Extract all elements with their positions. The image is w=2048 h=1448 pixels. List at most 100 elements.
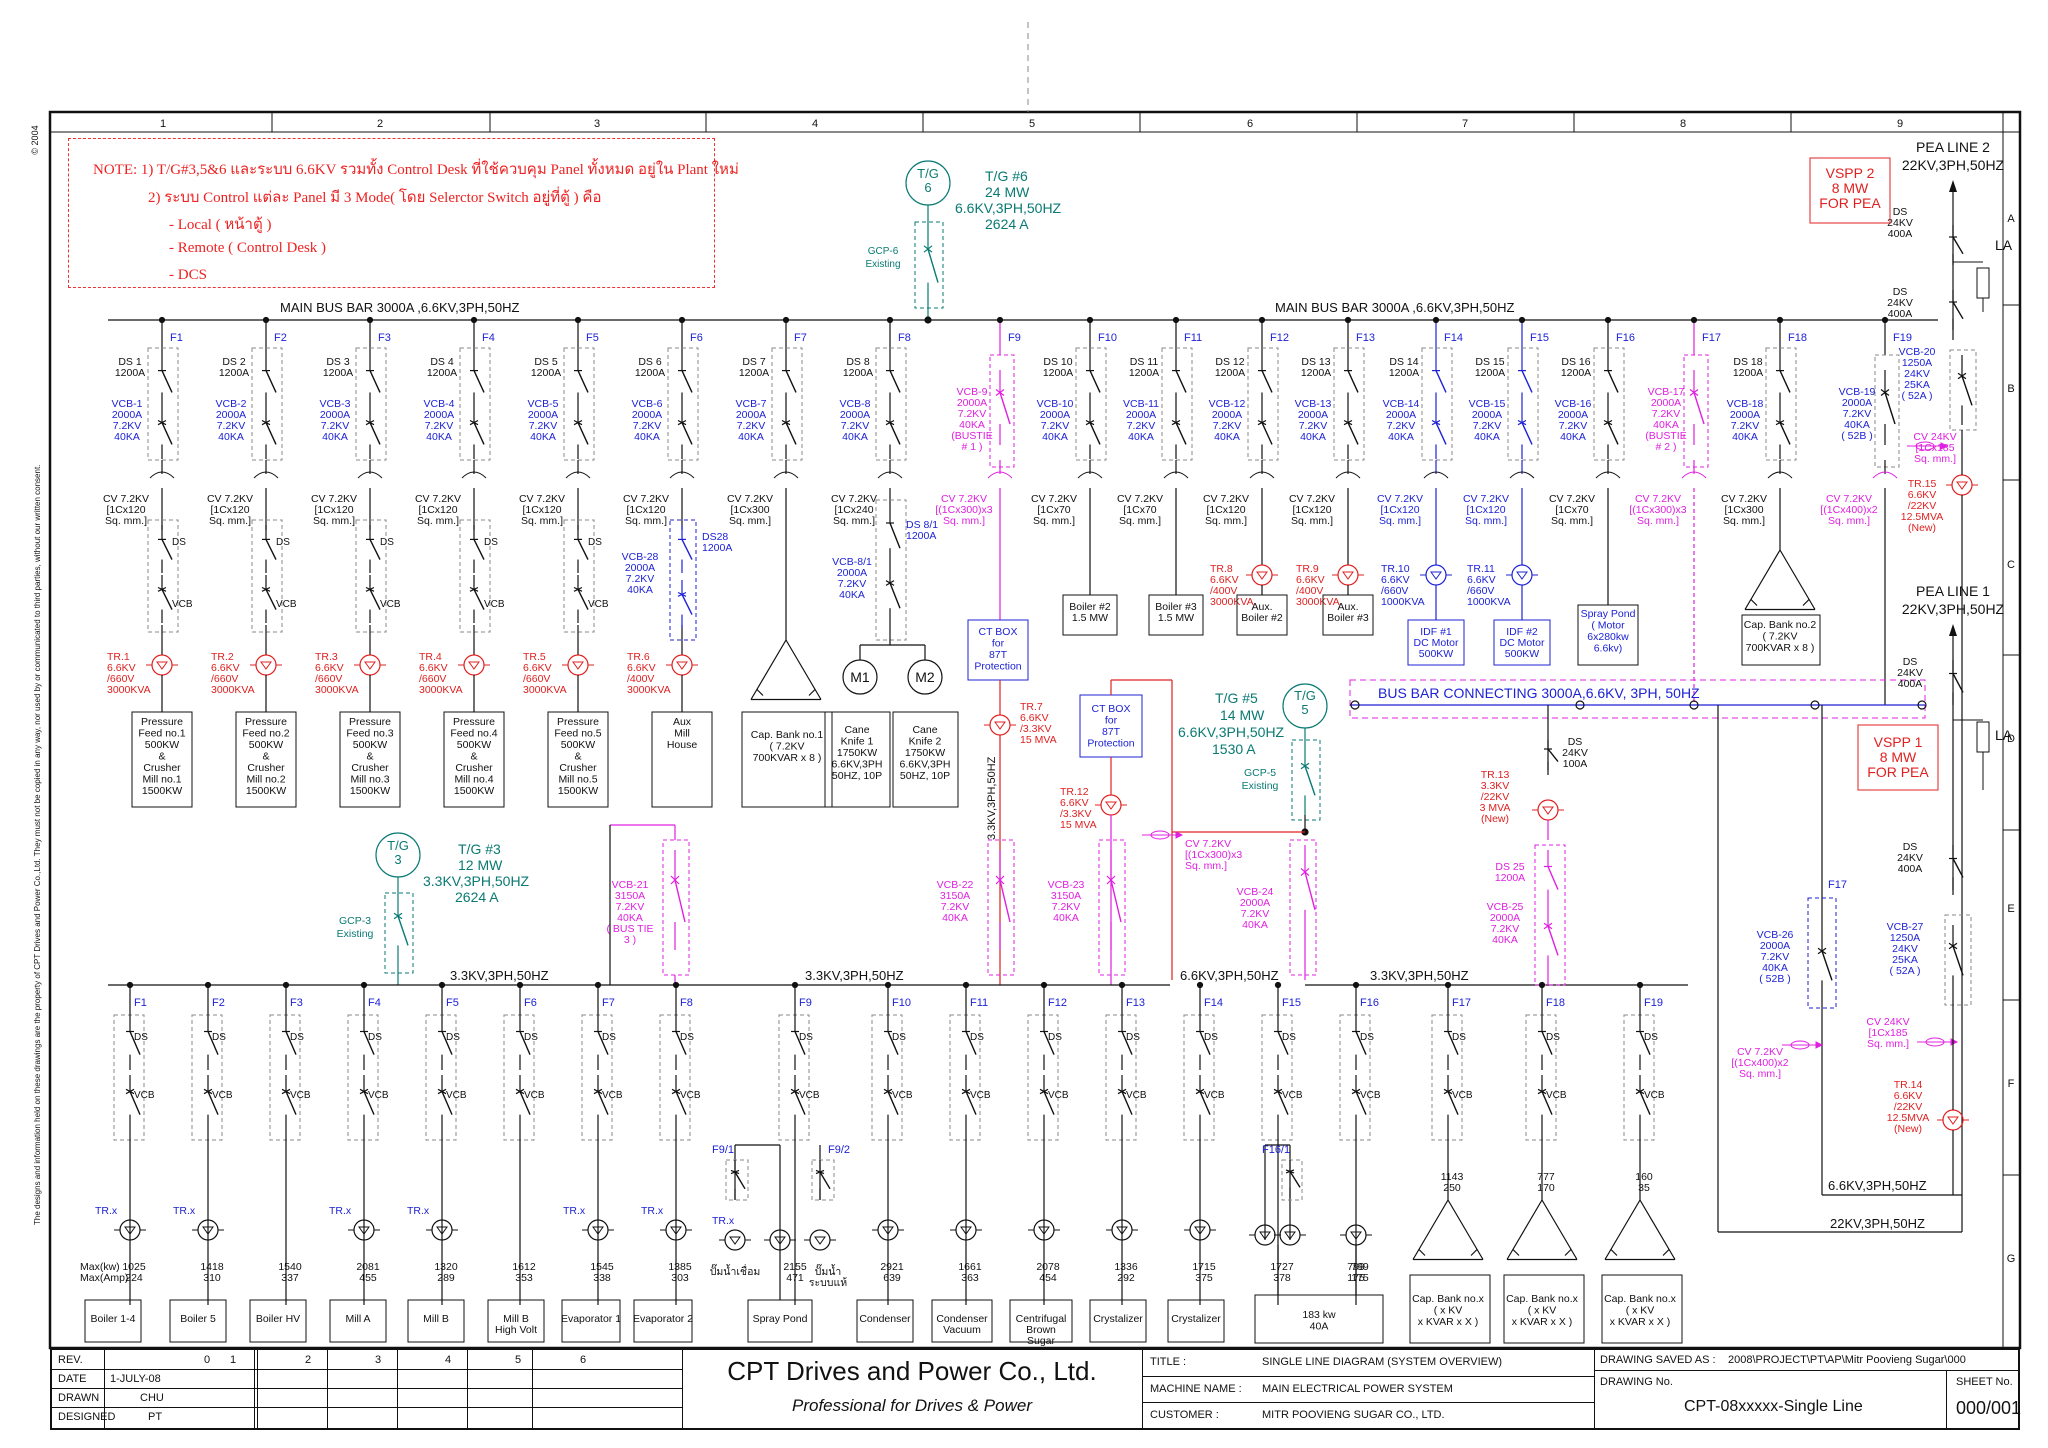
- feeder66-6-panel: [667, 347, 699, 461]
- bus-33-label-2: 3.3KV,3PH,50HZ: [805, 968, 904, 983]
- tr13: [1537, 799, 1559, 821]
- feeder33-15-vcb-blade: [1277, 1091, 1289, 1115]
- grid-col-4: 4: [812, 118, 818, 130]
- feeder66-4-vcb-switch-x: [469, 419, 479, 426]
- feeder33-8-vcb-tag: VCB: [680, 1090, 701, 1101]
- vcb81-switch-blade: [889, 582, 901, 609]
- vcb21-switch-x: [670, 875, 680, 885]
- feeder33-10-tr-delta: [882, 1226, 894, 1235]
- feeder33-11-ds-tag: DS: [970, 1032, 984, 1043]
- feeder66-12-bus-node: [1258, 316, 1266, 324]
- feeder33-19-load-box: [1601, 1274, 1683, 1344]
- feeder66-9-termination: [987, 471, 1013, 479]
- feeder33-17-load-box: [1409, 1274, 1491, 1344]
- bus-connect-node: [1350, 700, 1360, 710]
- feeder33-17-tag: F17: [1452, 997, 1471, 1009]
- vcb26-switch-x: [1817, 947, 1827, 955]
- capbank1-box: [741, 711, 833, 808]
- rev-drawn: CHU: [140, 1392, 164, 1404]
- feeder66-6-load-box: [651, 711, 713, 808]
- feeder33-1-panel: [113, 1014, 145, 1141]
- f92-switch-x: [815, 1169, 825, 1175]
- feeder66-2-ds-tag: DS: [276, 537, 290, 548]
- feeder66-4-ds-switch-blade: [473, 370, 485, 393]
- feeder33-10-tag: F10: [892, 997, 911, 1009]
- feeder66-16-ds-switch-blade: [1607, 370, 1619, 393]
- cane1-box: [824, 711, 891, 808]
- feeder66-6-tr-delta: [676, 661, 688, 670]
- feeder66-1-ds-panel: [147, 519, 179, 633]
- feeder33-19-ds-blade: [1639, 1031, 1651, 1055]
- grid-row-E: E: [2007, 903, 2014, 915]
- pump2-label: ปั๊มน้ำระบบแห้: [809, 1263, 847, 1289]
- feeder66-1-vcb-switch-blade: [161, 422, 173, 445]
- vcb23-switch-blade: [1110, 879, 1122, 923]
- grid-row-B: B: [2007, 383, 2014, 395]
- feeder66-14-vcb-switch-blade: [1435, 422, 1447, 445]
- tg5-gcp-existing: Existing: [1242, 780, 1279, 792]
- feeder33-10-ds-tag: DS: [892, 1032, 906, 1043]
- feeder33-12-tr-delta: [1038, 1226, 1050, 1235]
- tr7: [989, 714, 1011, 736]
- feeder66-5-bus-node: [574, 316, 582, 324]
- feeder66-1-tag: F1: [170, 332, 183, 344]
- feeder66-6-vcb-switch-blade: [681, 422, 693, 445]
- machine-label: MACHINE NAME :: [1150, 1383, 1242, 1395]
- feeder66-5-load-box: [547, 711, 609, 808]
- bus-connect-node: [1689, 700, 1699, 710]
- feeder33-11-ds-blade: [965, 1031, 977, 1055]
- feeder33-7-ds-blade: [597, 1031, 609, 1055]
- tg5-gcp-box: [1291, 739, 1321, 821]
- feeder33-18-capbank-side: [1506, 1199, 1543, 1260]
- feeder33-1-ds-tag: DS: [134, 1032, 148, 1043]
- feeder33-3-tag: F3: [290, 997, 303, 1009]
- vspp1-box: [1857, 724, 1939, 791]
- bus-node: [924, 316, 932, 324]
- feeder66-14-ds-switch-blade: [1435, 370, 1447, 393]
- feeder33-2-panel: [191, 1014, 223, 1141]
- feeder66-15-vcb-switch-blade: [1521, 422, 1533, 445]
- tg6-mw: 24 MW: [985, 184, 1030, 200]
- feeder33-6-vcb-tag: VCB: [524, 1090, 545, 1101]
- feeder66-18-bus-node: [1776, 316, 1784, 324]
- rev-label: REV.: [58, 1354, 83, 1366]
- tr-idf-14: [1511, 564, 1533, 586]
- pea2-ds2-switch-blade: [1952, 301, 1964, 320]
- feeder33-15-vcb-x: [1273, 1088, 1283, 1095]
- feeder66-8-vcb-switch-x: [885, 419, 895, 426]
- feeder66-10-bus-node: [1086, 316, 1094, 324]
- feeder33-5-vcb-blade: [441, 1091, 453, 1115]
- tg5-gcp: GCP-5: [1244, 767, 1276, 779]
- feeder33-11-vcb-blade: [965, 1091, 977, 1115]
- feeder33-14-tag: F14: [1204, 997, 1223, 1009]
- feeder33-6-tag: F6: [524, 997, 537, 1009]
- f92-tr-delta: [814, 1236, 826, 1245]
- load33-box-13: [1167, 1299, 1225, 1343]
- feeder33-8-tr-label: TR.x: [641, 1205, 664, 1217]
- feeder66-4-tr-delta: [468, 661, 480, 670]
